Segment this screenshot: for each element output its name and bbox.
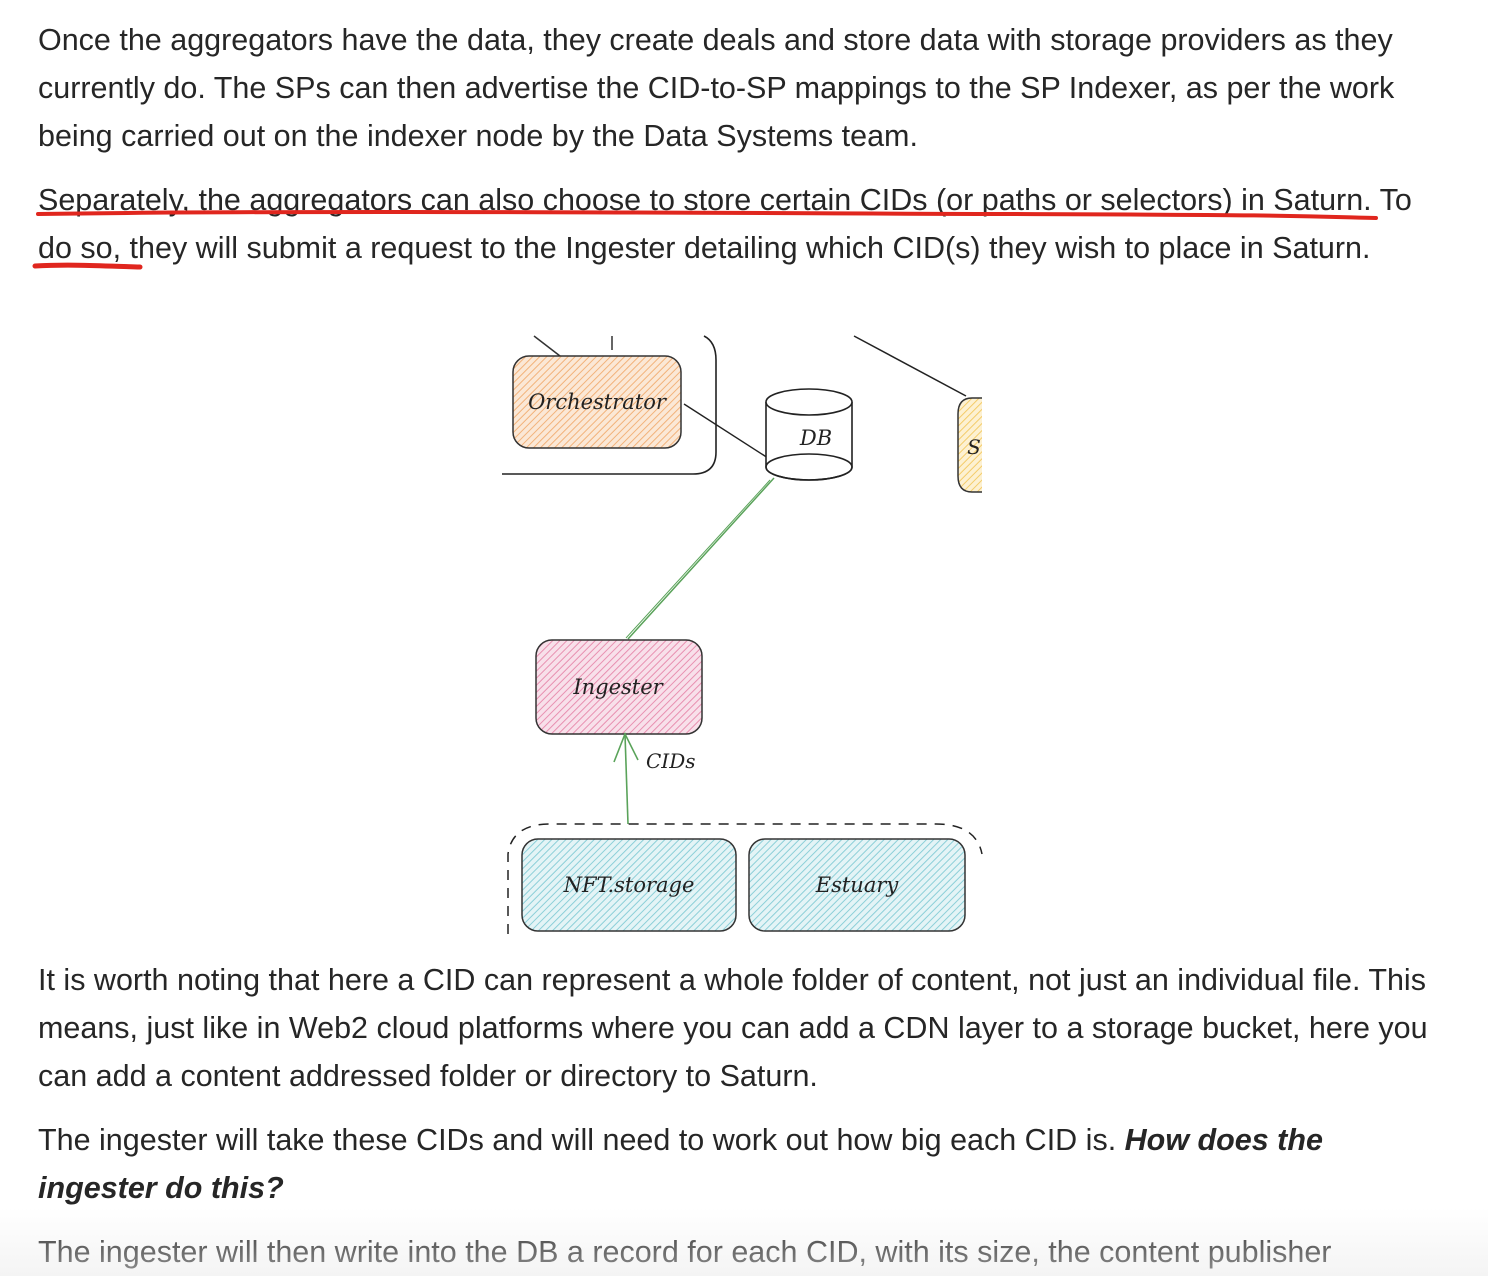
paragraph-ingester-size-text: The ingester will take these CIDs and wi… [38,1123,1125,1157]
container-outline [502,335,717,475]
partial-node: S [957,394,998,496]
top-connector-lines [533,335,967,397]
db-ingester-connector [625,477,775,640]
paragraph-db-record: The ingester will then write into the DB… [38,1235,1332,1269]
orchestrator-label: Orchestrator [528,390,668,414]
paragraph-saturn-storage-rest: To do so, they will submit a request to … [38,183,1412,265]
storage-group-boundary [507,823,983,934]
db-label: DB [799,426,832,450]
nft-storage-label: NFT.storage [563,873,695,897]
partial-node-label: S [967,435,981,459]
nft-storage-node: NFT.storage [521,838,737,932]
db-node: DB [765,388,853,481]
ingester-node: Ingester [535,639,703,735]
orchestrator-node: Orchestrator [512,355,682,449]
paragraph-ingester-size: The ingester will take these CIDs and wi… [38,1116,1448,1212]
highlighted-sentence: Separately, the aggregators can also cho… [38,183,1372,217]
paragraph-aggregators-deals: Once the aggregators have the data, they… [38,23,1395,153]
estuary-label: Estuary [815,873,900,897]
paragraph-saturn-storage: Separately, the aggregators can also cho… [38,176,1448,272]
architecture-diagram: Orchestrator DB S Ingester CIDs NFT.stor… [502,335,998,934]
question-emphasis: How does the ingester do this? [38,1123,1323,1205]
ingester-label: Ingester [572,675,664,699]
cids-arrow-label: CIDs [646,749,696,773]
orchestrator-db-connector [683,403,769,459]
estuary-node: Estuary [748,838,966,932]
cids-arrow [613,732,639,825]
paragraph-cid-folder: It is worth noting that here a CID can r… [38,963,1428,1093]
